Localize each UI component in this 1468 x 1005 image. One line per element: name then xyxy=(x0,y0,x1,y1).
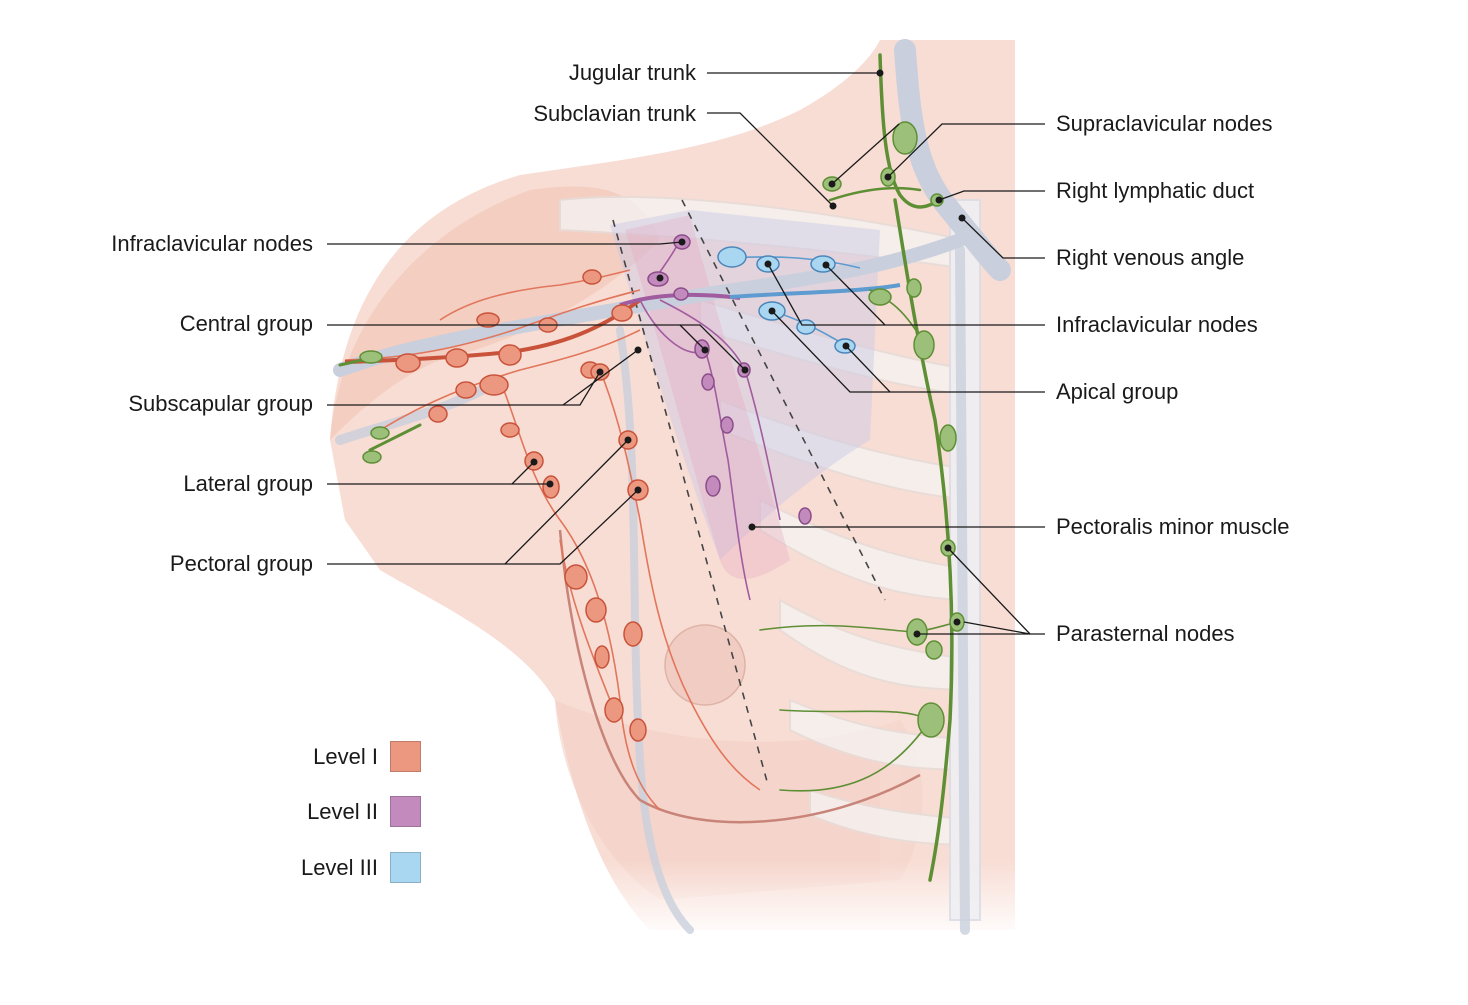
legend-label: Level II xyxy=(307,798,378,824)
label-jugular-trunk: Jugular trunk xyxy=(568,60,696,85)
legend-swatch-level-i xyxy=(390,741,421,772)
legend-swatch-level-iii xyxy=(390,852,421,883)
level-iii-main-trunk xyxy=(729,283,901,299)
legend-item-level-ii: Level II xyxy=(268,796,421,827)
label-right-lymphatic-duct: Right lymphatic duct xyxy=(1056,178,1255,203)
breast-outline xyxy=(558,529,921,824)
label-lateral-group: Lateral group xyxy=(183,471,313,496)
label-infraclavicular-nodes-left: Infraclavicular nodes xyxy=(111,231,313,256)
label-subscapular-group: Subscapular group xyxy=(128,391,313,416)
legend-item-level-iii: Level III xyxy=(268,852,421,883)
leader-lines xyxy=(327,72,1045,635)
label-central-group: Central group xyxy=(179,311,313,336)
nipple-areola xyxy=(664,624,746,706)
label-pectoral-group: Pectoral group xyxy=(169,551,313,576)
label-subclavian-trunk: Subclavian trunk xyxy=(533,101,696,126)
level-dividers xyxy=(612,199,886,786)
level-i-nodes xyxy=(395,269,649,742)
legend-label: Level I xyxy=(313,743,378,769)
level-ii-main-trunk xyxy=(619,292,741,307)
label-apical-group: Apical group xyxy=(1056,379,1179,404)
label-supraclavicular-nodes: Supraclavicular nodes xyxy=(1056,111,1273,136)
label-right-venous-angle: Right venous angle xyxy=(1056,245,1245,270)
legend-item-level-i: Level I xyxy=(268,741,421,772)
label-infraclavicular-nodes-right: Infraclavicular nodes xyxy=(1056,312,1258,337)
label-pectoralis-minor-muscle: Pectoralis minor muscle xyxy=(1056,514,1290,539)
label-parasternal-nodes: Parasternal nodes xyxy=(1056,621,1235,646)
legend-swatch-level-ii xyxy=(390,796,421,827)
leader-dots xyxy=(530,69,966,638)
legend-label: Level III xyxy=(300,854,378,880)
